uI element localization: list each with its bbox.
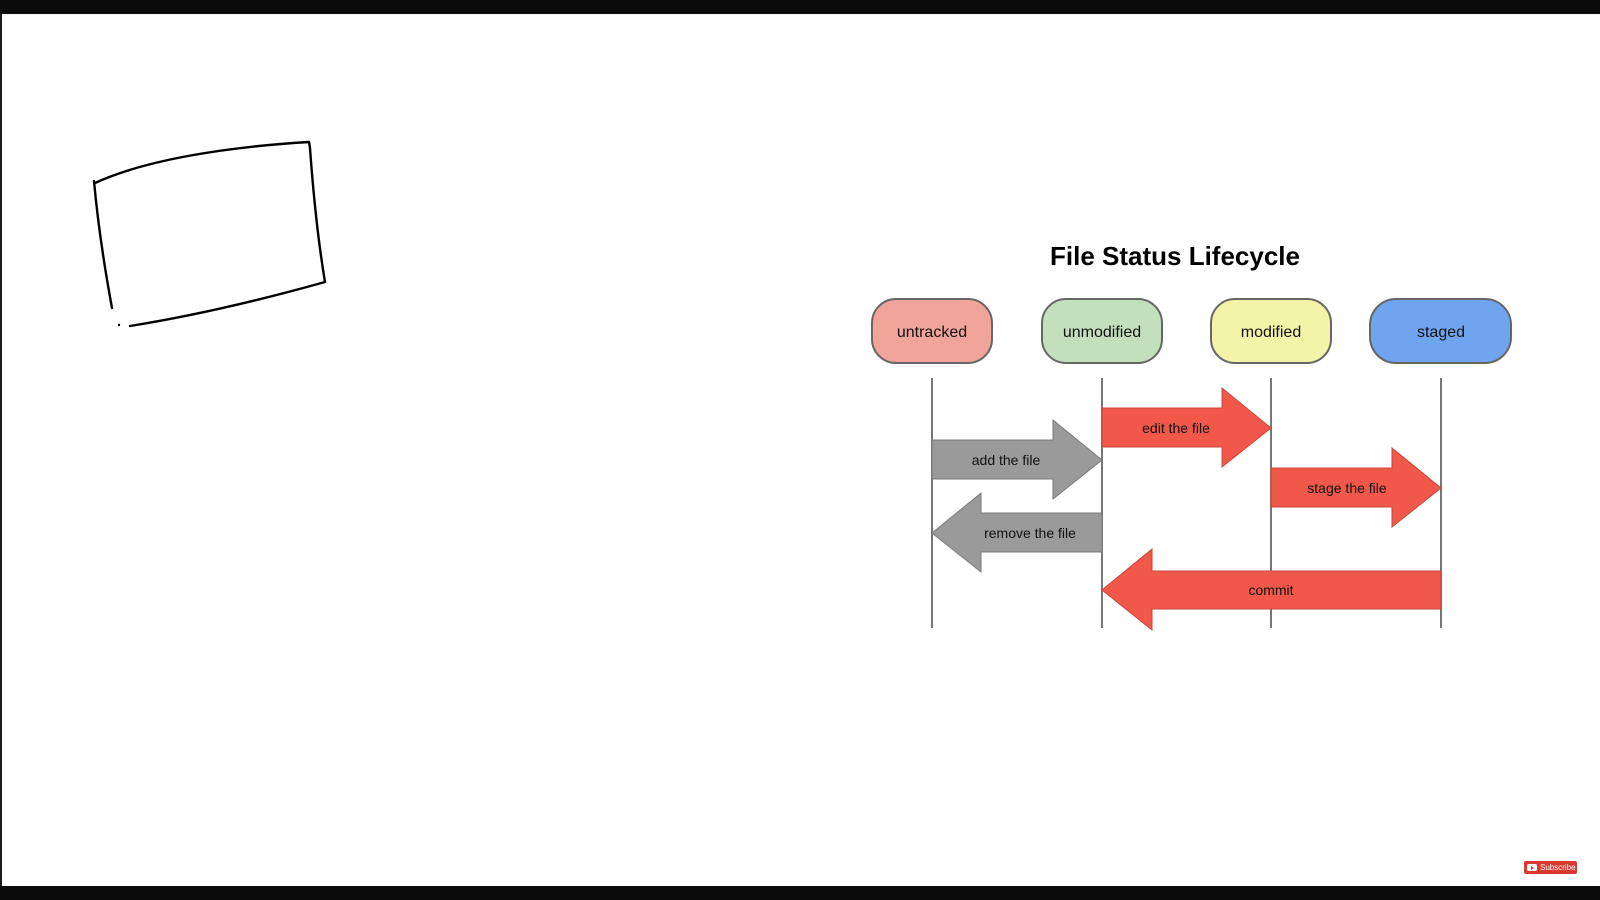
transition-edit-the-file: edit the file	[1101, 386, 1272, 469]
subscribe-button[interactable]: Subscribe	[1524, 861, 1577, 874]
state-untracked-label: untracked	[897, 324, 967, 341]
transition-commit-label: commit	[1248, 582, 1293, 598]
hand-drawn-rectangle-sketch	[92, 140, 327, 328]
state-modified-label: modified	[1241, 324, 1301, 341]
transition-remove-the-file: remove the file	[931, 491, 1103, 574]
frame-edge	[0, 14, 2, 886]
transition-commit: commit	[1101, 547, 1442, 632]
state-unmodified: unmodified	[1041, 298, 1163, 364]
video-frame	[0, 14, 1600, 886]
transition-add-the-file: add the file	[931, 418, 1103, 501]
diagram-title: File Status Lifecycle	[1050, 241, 1300, 271]
transition-add-label: add the file	[972, 452, 1041, 468]
state-modified: modified	[1210, 298, 1332, 364]
top-letterbox-bar	[0, 0, 1600, 14]
file-status-lifecycle-diagram: untracked unmodified modified staged edi…	[871, 298, 1512, 632]
transition-edit-label: edit the file	[1142, 420, 1210, 436]
subscribe-label: Subscribe	[1540, 863, 1576, 872]
transition-remove-label: remove the file	[984, 525, 1076, 541]
state-unmodified-label: unmodified	[1063, 324, 1141, 341]
transition-stage-the-file: stage the file	[1270, 446, 1442, 529]
transition-stage-label: stage the file	[1307, 480, 1387, 496]
youtube-icon	[1527, 864, 1537, 871]
state-staged: staged	[1369, 298, 1512, 364]
state-staged-label: staged	[1417, 324, 1465, 341]
state-untracked: untracked	[871, 298, 993, 364]
bottom-letterbox-bar	[0, 886, 1600, 900]
